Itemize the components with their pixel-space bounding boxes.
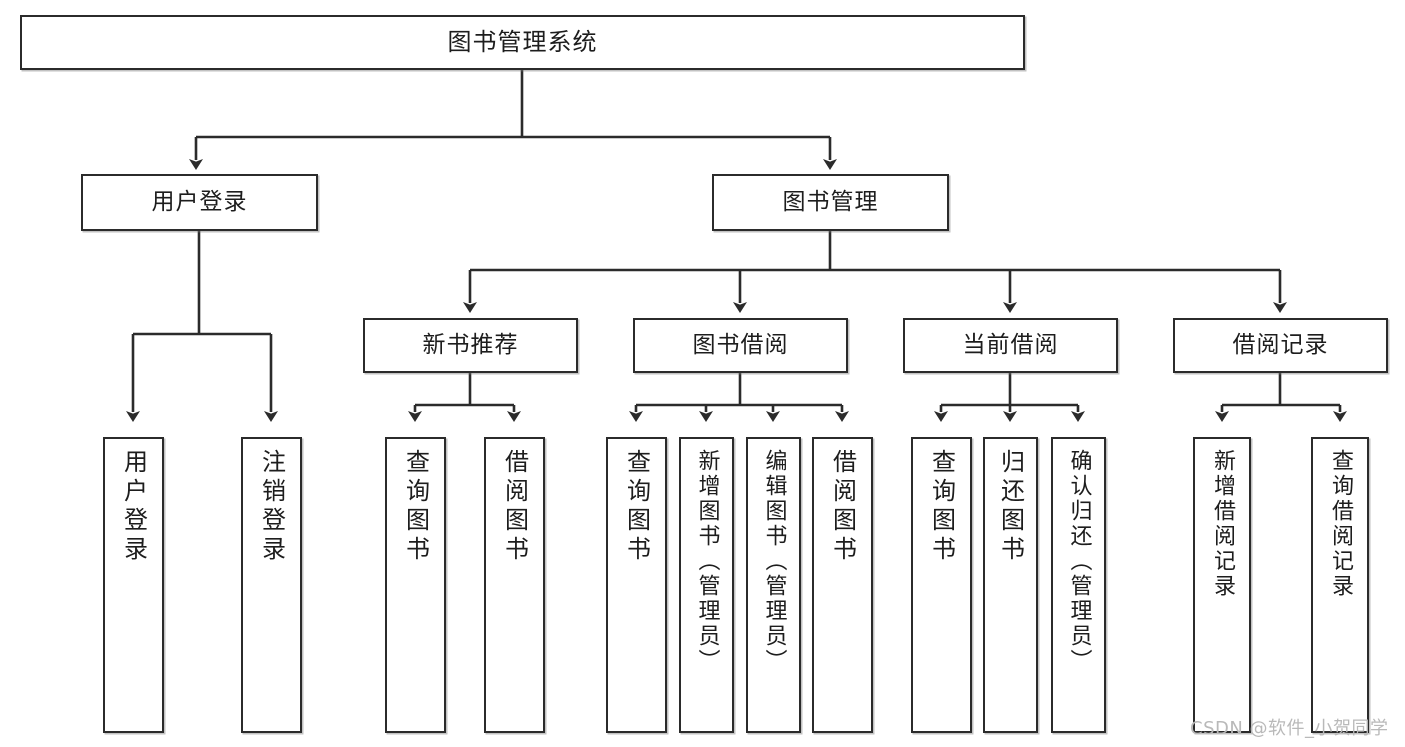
node-label: 查询图书 — [927, 449, 956, 565]
node-label: 借阅记录 — [1232, 332, 1329, 359]
node-label: 确认归还（管理员） — [1066, 449, 1092, 674]
node-label: 查询借阅记录 — [1328, 449, 1353, 599]
leaf-borrow-book-recommend[interactable]: 借阅图书 — [484, 437, 545, 733]
node-user-login[interactable]: 用户登录 — [81, 174, 318, 231]
leaf-add-borrow-record[interactable]: 新增借阅记录 — [1193, 437, 1251, 733]
leaf-query-book-recommend[interactable]: 查询图书 — [385, 437, 446, 733]
node-book-borrow[interactable]: 图书借阅 — [633, 318, 848, 373]
leaf-user-login[interactable]: 用户登录 — [103, 437, 164, 733]
node-book-management[interactable]: 图书管理 — [712, 174, 949, 231]
node-label: 用户登录 — [151, 189, 248, 216]
leaf-edit-book-admin[interactable]: 编辑图书（管理员） — [746, 437, 801, 733]
leaf-query-borrow-record[interactable]: 查询借阅记录 — [1311, 437, 1369, 733]
node-label: 编辑图书（管理员） — [761, 449, 787, 674]
node-label: 查询图书 — [622, 449, 651, 565]
leaf-borrow-book[interactable]: 借阅图书 — [812, 437, 873, 733]
leaf-query-book-borrow[interactable]: 查询图书 — [606, 437, 667, 733]
leaf-confirm-return-admin[interactable]: 确认归还（管理员） — [1051, 437, 1106, 733]
leaf-logout-login[interactable]: 注销登录 — [241, 437, 302, 733]
node-label: 借阅图书 — [500, 449, 529, 565]
node-new-book-recommend[interactable]: 新书推荐 — [363, 318, 578, 373]
node-root-library-system[interactable]: 图书管理系统 — [20, 15, 1025, 70]
node-current-borrow[interactable]: 当前借阅 — [903, 318, 1118, 373]
leaf-add-book-admin[interactable]: 新增图书（管理员） — [679, 437, 734, 733]
node-label: 用户登录 — [119, 449, 148, 565]
node-label: 新书推荐 — [422, 332, 519, 359]
node-label: 借阅图书 — [828, 449, 857, 565]
node-label: 注销登录 — [257, 449, 286, 565]
csdn-watermark: CSDN @软件_小贺同学 — [1190, 718, 1389, 739]
node-label: 图书管理 — [782, 189, 879, 216]
node-borrow-record[interactable]: 借阅记录 — [1173, 318, 1388, 373]
leaf-query-book-current[interactable]: 查询图书 — [911, 437, 972, 733]
node-label: 查询图书 — [401, 449, 430, 565]
leaf-return-book[interactable]: 归还图书 — [983, 437, 1038, 733]
node-label: 归还图书 — [996, 449, 1025, 565]
node-label: 新增借阅记录 — [1210, 449, 1235, 599]
node-label: 当前借阅 — [962, 332, 1059, 359]
node-label: 图书借阅 — [692, 332, 789, 359]
node-label: 图书管理系统 — [447, 27, 598, 56]
node-label: 新增图书（管理员） — [694, 449, 720, 674]
